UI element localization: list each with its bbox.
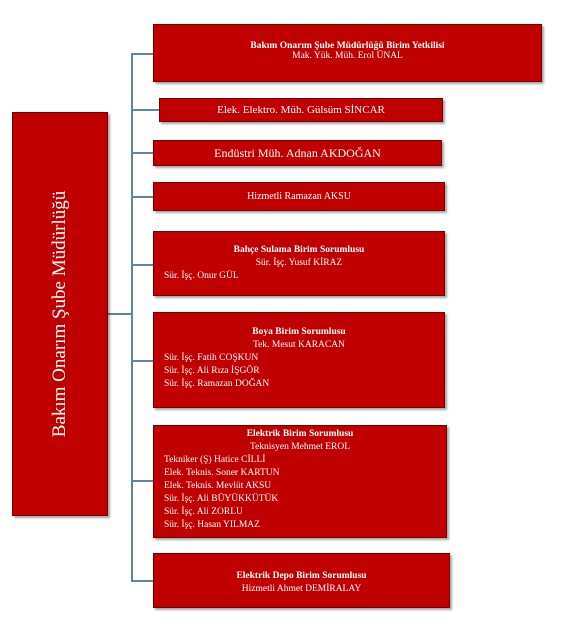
unit-member: Sür. İşç. Yusuf KİRAZ	[255, 258, 343, 268]
unit-member: Hizmetli Ahmet DEMİRALAY	[241, 584, 362, 594]
connector-5	[131, 264, 153, 266]
unit-member: Sür. İşç. Ramazan DOĞAN	[164, 379, 270, 389]
unit-box-head: Bakım Onarım Şube Müdürlüğü Birim Yetkil…	[153, 24, 542, 82]
unit-member: Sür. İşç. Fatih COŞKUN	[164, 353, 259, 363]
unit-title: Bahçe Sulama Birim Sorumlusu	[233, 245, 365, 255]
connector-root	[108, 313, 132, 315]
unit-box-engineer-industrial: Endüstri Müh. Adnan AKDOĞAN	[153, 140, 442, 166]
unit-box-garden-irrigation: Bahçe Sulama Birim Sorumlusu Sür. İşç. Y…	[153, 231, 445, 296]
unit-member: Elek. Teknis. Mevlüt AKSU	[164, 481, 272, 491]
unit-box-paint: Boya Birim Sorumlusu Tek. Mesut KARACAN …	[153, 312, 445, 408]
unit-member: Sür. İşç. Hasan YILMAZ	[164, 520, 260, 530]
unit-member: Sür. İşç. Onur GÜL	[164, 271, 239, 281]
unit-title: Boya Birim Sorumlusu	[252, 327, 346, 337]
connector-2	[131, 109, 159, 111]
unit-label: Elek. Elektro. Müh. Gülsüm SİNCAR	[217, 104, 385, 116]
unit-member: Elek. Teknis. Soner KARTUN	[164, 468, 280, 478]
unit-box-electrical: Elektrik Birim Sorumlusu Teknisyen Mehme…	[153, 425, 447, 538]
unit-member: Tekniker (Ş) Hatice CİLLİ	[164, 455, 266, 465]
root-unit-box: Bakım Onarım Şube Müdürlüğü	[12, 112, 108, 516]
unit-member: Tek. Mesut KARACAN	[253, 340, 345, 350]
connector-1	[131, 53, 153, 55]
unit-member: Teknisyen Mehmet EROL	[249, 442, 351, 452]
unit-title: Bakım Onarım Şube Müdürlüğü Birim Yetkil…	[250, 41, 445, 51]
unit-label: Hizmetli Ramazan AKSU	[247, 191, 351, 202]
connector-4	[131, 196, 153, 198]
connector-6	[131, 360, 153, 362]
connector-trunk	[131, 53, 133, 581]
unit-member: Mak. Yük. Müh. Erol ÜNAL	[292, 51, 403, 61]
unit-box-engineer-electrical: Elek. Elektro. Müh. Gülsüm SİNCAR	[159, 98, 443, 122]
unit-title: Elektrik Birim Sorumlusu	[246, 429, 354, 439]
unit-box-electrical-depot: Elektrik Depo Birim Sorumlusu Hizmetli A…	[153, 553, 450, 608]
unit-box-staff: Hizmetli Ramazan AKSU	[153, 182, 445, 211]
unit-label: Endüstri Müh. Adnan AKDOĞAN	[214, 145, 381, 160]
root-unit-label: Bakım Onarım Şube Müdürlüğü	[49, 190, 70, 438]
unit-member: Sür. İşç. Ali BÜYÜKKÜTÜK	[164, 494, 279, 504]
connector-3	[131, 152, 153, 154]
connector-8	[131, 580, 153, 582]
unit-title: Elektrik Depo Birim Sorumlusu	[236, 571, 367, 581]
unit-member: Sür. İşç. Ali Rıza İŞGÖR	[164, 366, 260, 376]
connector-7	[131, 480, 153, 482]
unit-member: Sür. İşç. Ali ZORLU	[164, 507, 243, 517]
